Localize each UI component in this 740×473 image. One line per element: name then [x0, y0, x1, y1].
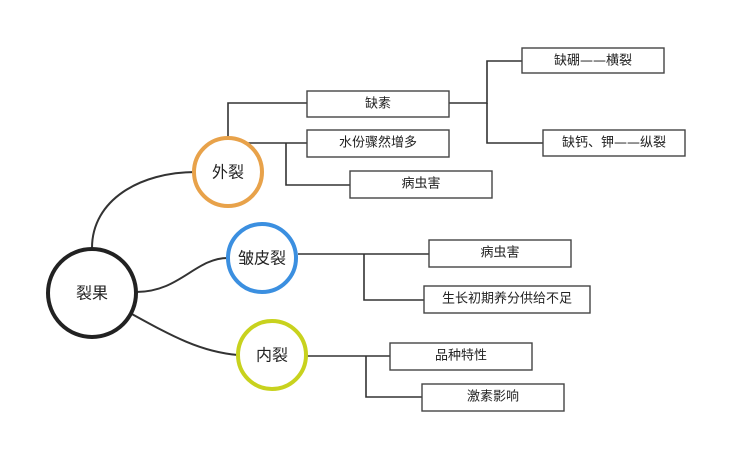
box-boron-label: 缺硼——横裂: [554, 54, 632, 69]
connector-inner-hormone: [365, 356, 422, 398]
box-calcium: 缺钙、钾——纵裂: [542, 129, 686, 157]
branch-label-inner: 内裂: [256, 346, 288, 365]
box-nutrition-label: 生长初期养分供给不足: [442, 291, 572, 307]
box-pest-outer: 病虫害: [349, 170, 493, 199]
connector-outer-deficiency: [227, 102, 307, 141]
box-deficiency-label: 缺素: [365, 97, 391, 112]
box-calcium-label: 缺钙、钾——纵裂: [562, 136, 666, 151]
branch-circle-outer: [192, 136, 264, 208]
box-water: 水份骤然增多: [306, 129, 450, 158]
box-pest-skin: 病虫害: [428, 239, 572, 268]
box-deficiency: 缺素: [306, 90, 450, 118]
box-variety-label: 品种特性: [435, 349, 487, 364]
root-node: 裂果: [46, 247, 138, 339]
connector-root-inner: [129, 312, 239, 356]
branch-circle-inner: [236, 319, 308, 391]
connector-root-outer: [91, 171, 197, 249]
branch-label-outer: 外裂: [212, 163, 244, 182]
branch-node-outer: 外裂: [192, 136, 264, 208]
box-boron: 缺硼——横裂: [521, 47, 665, 74]
connector-skin-nutrition: [363, 254, 424, 301]
root-label: 裂果: [76, 284, 108, 303]
branch-circle-skin: [226, 222, 298, 294]
box-nutrition: 生长初期养分供给不足: [423, 285, 591, 314]
box-pest-skin-label: 病虫害: [480, 245, 519, 261]
connector-outer-pest: [285, 143, 350, 186]
connector-deficiency-calcium: [486, 103, 543, 144]
connector-root-skin: [135, 257, 229, 293]
branch-label-skin: 皱皮裂: [238, 249, 286, 268]
box-variety: 品种特性: [389, 342, 533, 371]
box-hormone: 激素影响: [421, 383, 565, 412]
box-water-label: 水份骤然增多: [339, 135, 417, 151]
box-pest-outer-label: 病虫害: [401, 176, 440, 192]
branch-node-inner: 内裂: [236, 319, 308, 391]
box-hormone-label: 激素影响: [467, 389, 519, 405]
branch-node-skin: 皱皮裂: [226, 222, 298, 294]
root-circle: [46, 247, 138, 339]
connector-deficiency-boron: [449, 60, 522, 104]
